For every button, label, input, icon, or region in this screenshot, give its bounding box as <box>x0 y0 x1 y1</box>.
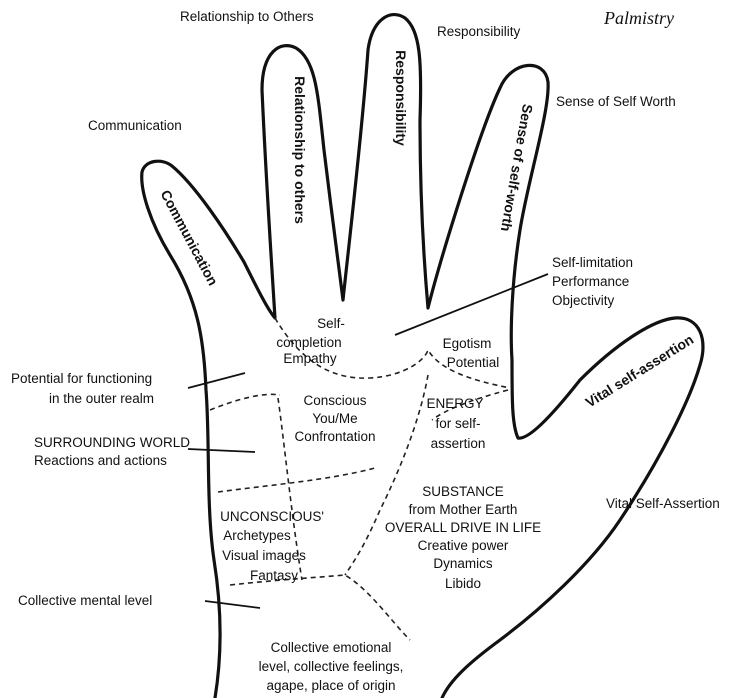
label-communication: Communication <box>88 118 182 133</box>
svg-text:UNCONSCIOUS': UNCONSCIOUS' <box>220 509 324 524</box>
finger-label-ring: Relationship to others <box>292 76 308 224</box>
label-energy: ENERGY for self- assertion <box>426 396 485 451</box>
label-self-worth: Sense of Self Worth <box>556 94 676 109</box>
svg-text:SURROUNDING WORLD: SURROUNDING WORLD <box>34 435 190 450</box>
svg-text:ENERGY: ENERGY <box>426 396 483 411</box>
label-relationship: Relationship to Others <box>180 9 314 24</box>
svg-text:Objectivity: Objectivity <box>552 293 615 308</box>
svg-text:Performance: Performance <box>552 274 629 289</box>
title: Palmistry <box>603 8 674 28</box>
leader-self-limitation <box>395 274 548 335</box>
label-substance: SUBSTANCE from Mother Earth OVERALL DRIV… <box>385 484 541 591</box>
label-conscious: Conscious You/Me Confrontation <box>294 393 375 444</box>
label-unconscious: UNCONSCIOUS' Archetypes Visual images Fa… <box>220 509 324 583</box>
label-surrounding: SURROUNDING WORLD Reactions and actions <box>34 435 190 468</box>
svg-text:Potential for functioning: Potential for functioning <box>11 371 152 386</box>
label-vital: Vital Self-Assertion <box>606 496 720 511</box>
svg-text:You/Me: You/Me <box>312 411 357 426</box>
svg-text:from Mother Earth: from Mother Earth <box>409 502 518 517</box>
svg-text:Archetypes: Archetypes <box>223 528 291 543</box>
finger-label-little: Communication <box>158 187 222 288</box>
finger-label-thumb: Vital self-assertion <box>582 331 696 410</box>
label-self-limitation: Self-limitation Performance Objectivity <box>552 255 633 308</box>
label-collective-emotional: Collective emotional level, collective f… <box>259 640 404 693</box>
finger-label-middle: Responsibility <box>393 50 409 146</box>
svg-text:Libido: Libido <box>445 576 481 591</box>
svg-text:level, collective feelings,: level, collective feelings, <box>259 659 404 674</box>
label-collective-mental: Collective mental level <box>18 593 152 608</box>
finger-label-index: Sense of self-worth <box>498 103 536 233</box>
svg-text:Self-: Self- <box>317 316 345 331</box>
svg-text:OVERALL DRIVE IN LIFE: OVERALL DRIVE IN LIFE <box>385 520 541 535</box>
label-responsibility: Responsibility <box>437 24 521 39</box>
svg-text:Self-limitation: Self-limitation <box>552 255 633 270</box>
upper-left-line <box>210 394 280 410</box>
svg-text:Creative power: Creative power <box>418 538 509 553</box>
svg-text:Reactions and actions: Reactions and actions <box>34 453 167 468</box>
leader-potential <box>188 373 245 388</box>
leader-collective-mental <box>205 601 260 608</box>
svg-text:Collective emotional: Collective emotional <box>271 640 392 655</box>
svg-text:Confrontation: Confrontation <box>294 429 375 444</box>
svg-text:agape, place of origin: agape, place of origin <box>266 678 395 693</box>
svg-text:Fantasy: Fantasy <box>250 568 298 583</box>
svg-text:SUBSTANCE: SUBSTANCE <box>422 484 504 499</box>
svg-text:for self-: for self- <box>435 416 480 431</box>
label-egotism: Egotism Potential <box>443 336 500 370</box>
svg-text:Egotism: Egotism <box>443 336 492 351</box>
mid-transverse-line <box>218 468 375 492</box>
svg-text:completion: completion <box>276 335 341 350</box>
svg-text:Visual images: Visual images <box>222 548 306 563</box>
label-self-completion: Self- completion Empathy <box>276 316 345 366</box>
svg-text:Empathy: Empathy <box>283 351 337 366</box>
svg-text:Dynamics: Dynamics <box>433 556 493 571</box>
leader-surrounding <box>188 449 255 452</box>
label-potential: Potential for functioning in the outer r… <box>11 371 154 406</box>
svg-text:Potential: Potential <box>447 355 500 370</box>
svg-text:Conscious: Conscious <box>303 393 366 408</box>
svg-text:in the outer realm: in the outer realm <box>49 391 154 406</box>
svg-text:assertion: assertion <box>431 436 486 451</box>
hand-outline <box>142 15 703 698</box>
